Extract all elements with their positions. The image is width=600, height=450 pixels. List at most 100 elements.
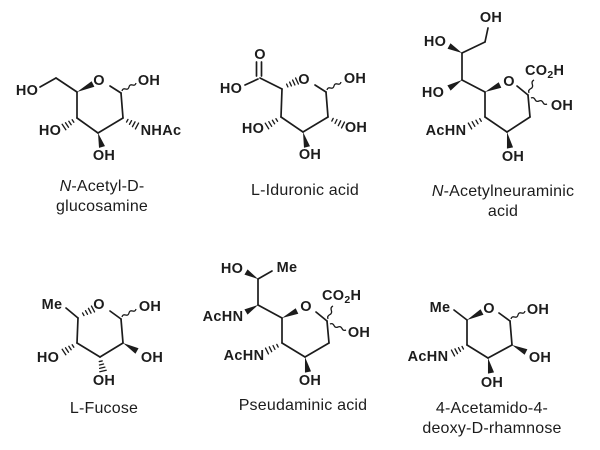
atom-label-ring-oxygen: O: [503, 74, 515, 90]
bond-line: [39, 77, 57, 88]
structure-4-acetamido-4-deoxy-d-rhamnose: Me O OH OH OH AcHN: [408, 300, 551, 391]
atom-label-carboxyl: CO2H: [525, 63, 564, 81]
atom-label-anomeric-oh: OH: [138, 73, 160, 89]
bond-line: [453, 309, 468, 321]
bond-squiggle: [329, 322, 347, 332]
bond-wedge: [447, 43, 462, 53]
bond-line: [487, 344, 513, 359]
bond-wedge: [447, 80, 462, 91]
atom-label-ho-left: HO: [242, 121, 264, 137]
atom-label-acid-ho: HO: [220, 81, 242, 97]
atom-label-oh-right: OH: [141, 350, 163, 366]
bond-line: [461, 41, 486, 54]
structure-n-acetyl-d-glucosamine: HO O OH NHAc OH HO: [16, 73, 181, 164]
bond-line: [76, 117, 99, 134]
bond-line: [257, 304, 283, 319]
bond-wedge: [98, 133, 105, 148]
bond-line: [76, 342, 101, 358]
atom-label-carbonyl-o: O: [254, 47, 266, 63]
bond-wedge: [244, 269, 258, 279]
atom-label-oh-bottom: OH: [299, 373, 321, 389]
bond-squiggle: [121, 308, 137, 318]
bond-line: [109, 310, 122, 320]
atom-label-anomeric-oh: OH: [551, 98, 573, 114]
atom-label-anomeric-oh: OH: [348, 325, 370, 341]
atom-label-oh-bottom: OH: [93, 373, 115, 389]
compound-name-neu5ac: N-Acetylneuraminic acid: [413, 182, 593, 222]
atom-label-me: Me: [277, 260, 298, 276]
compound-name-line1: N-Acetylneuraminic: [431, 183, 575, 200]
atom-label-achn: AcHN: [426, 123, 467, 139]
bond-line: [244, 78, 259, 86]
atom-label-oh-right: OH: [529, 350, 551, 366]
bond-line: [259, 77, 283, 90]
atom-label-ring-oxygen: O: [300, 299, 312, 315]
bond-hash: [98, 360, 107, 373]
structure-l-fucose: Me O OH OH OH HO: [37, 297, 163, 389]
compound-name-line2: deoxy-D-rhamnose: [422, 420, 562, 437]
compound-name-line2: glucosamine: [55, 198, 149, 215]
atom-label-ho-c8: HO: [424, 34, 446, 50]
bond-line: [120, 318, 124, 344]
bond-wedge: [282, 308, 299, 318]
bond-wedge: [123, 343, 139, 354]
bond-line: [506, 116, 531, 133]
bond-hash: [331, 117, 346, 129]
atom-label-achn-c5: AcHN: [224, 348, 265, 364]
bond-line: [466, 344, 489, 359]
atom-label-ring-oxygen: O: [298, 72, 310, 88]
bond-line: [461, 79, 486, 93]
bond-line: [302, 116, 329, 133]
bond-squiggle: [510, 310, 526, 320]
compound-name-line1: N-Acetyl-D-: [59, 178, 145, 195]
bond-wedge: [77, 81, 95, 92]
bond-line: [99, 342, 124, 358]
bond-line: [281, 342, 306, 358]
bond-line: [97, 117, 124, 134]
bond-hash: [285, 77, 300, 88]
bond-line: [65, 307, 79, 319]
bond-wedge: [303, 132, 310, 148]
atom-label-ho: HO: [16, 83, 38, 99]
bond-wedge: [304, 357, 312, 373]
atom-label-ring-oxygen: O: [93, 297, 105, 313]
structure-l-iduronic-acid: O HO O OH OH OH HO: [220, 47, 367, 163]
atom-label-ho-left: HO: [39, 123, 61, 139]
compound-name-rhamnose: 4-Acetamido-4- deoxy-D-rhamnose: [402, 399, 582, 439]
bond-line: [280, 88, 283, 118]
compound-name-line1: L-Iduronic acid: [251, 182, 359, 199]
bond-line: [325, 91, 329, 118]
bond-squiggle: [327, 305, 334, 320]
bond-wedge: [487, 358, 495, 374]
compound-name-line1: L-Fucose: [69, 400, 139, 417]
bond-hash: [61, 344, 75, 356]
compound-name-line1: Pseudaminic acid: [238, 397, 368, 414]
bond-line: [120, 92, 124, 119]
bond-hash: [81, 305, 96, 317]
atom-label-ring-oxygen: O: [483, 301, 495, 317]
bond-line: [257, 270, 273, 280]
atom-label-ho-c8: HO: [221, 261, 243, 277]
atom-label-ho-c7: HO: [422, 85, 444, 101]
bond-line: [484, 116, 508, 133]
bond-hash: [264, 343, 279, 355]
bond-hash: [264, 118, 279, 130]
bond-squiggle: [326, 81, 342, 91]
bond-hash: [61, 119, 75, 131]
atom-label-me: Me: [42, 297, 63, 313]
bond-wedge: [485, 82, 502, 92]
bond-wedge: [467, 309, 484, 320]
atom-label-oh-right: OH: [345, 120, 367, 136]
structure-n-acetylneuraminic-acid: OH HO HO O CO2H OH OH AcHN: [422, 10, 573, 165]
atom-label-oh-bottom: OH: [502, 149, 524, 165]
bond-line: [280, 116, 304, 133]
compound-name-pseudaminic: Pseudaminic acid: [223, 396, 383, 416]
atom-label-ho-left: HO: [37, 350, 59, 366]
compound-name-line1: 4-Acetamido-4-: [435, 400, 549, 417]
bond-line: [304, 342, 330, 358]
bond-squiggle: [528, 79, 535, 94]
bond-line: [314, 84, 327, 93]
compound-name-fucose: L-Fucose: [24, 399, 184, 419]
